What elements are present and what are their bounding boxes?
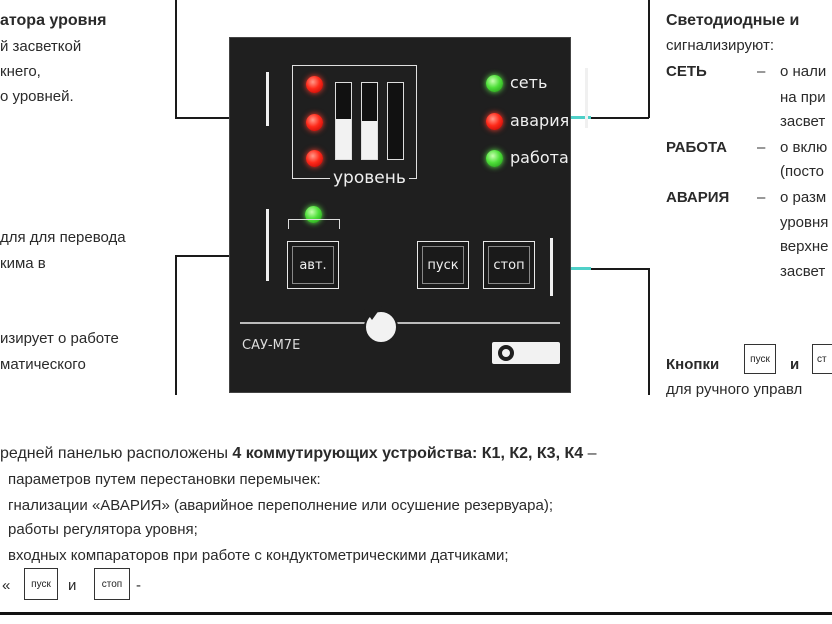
panel-divider <box>240 322 560 324</box>
brand-logo <box>492 342 560 364</box>
bottom-line-1: редней панелью расположены 4 коммутирующ… <box>0 444 596 463</box>
alarm-key: АВАРИЯ <box>666 189 730 206</box>
level-led-icon <box>306 150 323 167</box>
connector-line <box>175 255 235 257</box>
work-desc: о вклю <box>780 139 828 156</box>
net-label: сеть <box>510 73 548 92</box>
alarm-desc: уровня <box>780 214 829 231</box>
alarm-desc: верхне <box>780 238 829 255</box>
panel-bracket <box>266 72 269 126</box>
work-desc: (посто <box>780 163 825 180</box>
bottom-line-5: входных компараторов при работе с кондук… <box>8 547 509 564</box>
left-text-line: кима в <box>0 255 46 272</box>
connector-line <box>590 117 649 119</box>
page-border <box>0 612 832 615</box>
and-text: и <box>790 356 800 373</box>
left-text-line: й засветкой <box>0 38 82 55</box>
stop-button-label: стоп <box>488 246 530 284</box>
bottom-line-6-prefix: « <box>2 577 11 594</box>
auto-led-icon <box>305 206 322 223</box>
stop-icon-label: стоп <box>101 578 123 590</box>
and-text: и <box>68 577 77 594</box>
net-desc: о нали <box>780 63 827 80</box>
panel-bracket <box>266 209 269 281</box>
left-text-line: матического <box>0 356 86 373</box>
start-icon-box: пуск <box>744 344 776 374</box>
left-text-line: для для перевода <box>0 229 126 246</box>
auto-button[interactable]: авт. <box>287 241 339 289</box>
connector-line <box>175 0 177 118</box>
net-desc: засвет <box>780 113 826 130</box>
level-led-icon <box>306 76 323 93</box>
work-label: работа <box>510 148 569 167</box>
connector-line <box>175 255 177 395</box>
start-icon-label: пуск <box>31 578 51 590</box>
bottom-line-6-suffix: - <box>136 577 141 594</box>
left-text-line: о уровней. <box>0 88 74 105</box>
start-icon-box: пуск <box>24 568 58 600</box>
alarm-desc: засвет <box>780 263 826 280</box>
level-bar <box>361 82 378 160</box>
dash: – <box>757 189 766 206</box>
stop-icon-box: ст <box>812 344 832 374</box>
bottom-line-1-prefix: редней панелью расположены <box>0 445 233 462</box>
connector-line <box>571 116 591 119</box>
alarm-label: авария <box>510 111 570 130</box>
panel-bracket <box>585 68 588 128</box>
net-led-icon <box>486 75 503 92</box>
right-heading: Светодиодные и <box>666 12 800 29</box>
bottom-line-1-suffix: – <box>583 445 597 462</box>
start-button[interactable]: пуск <box>417 241 469 289</box>
stop-icon-box: стоп <box>94 568 130 600</box>
dash: – <box>757 63 766 80</box>
alarm-led-icon <box>486 113 503 130</box>
auto-bracket <box>288 219 340 229</box>
net-desc: на при <box>780 89 826 106</box>
work-key: РАБОТА <box>666 139 728 156</box>
level-bar <box>335 82 352 160</box>
start-icon-label: пуск <box>750 353 770 365</box>
level-led-icon <box>306 114 323 131</box>
bottom-line-1-bold: 4 коммутирующих устройства: К1, К2, К3, … <box>232 445 584 462</box>
pump-icon <box>362 306 398 344</box>
bottom-line-2: параметров путем перестановки перемычек: <box>8 471 321 488</box>
panel-bracket <box>550 238 553 296</box>
level-label: уровень <box>330 168 409 188</box>
right-subtitle: сигнализируют: <box>666 37 774 54</box>
manual-text: для ручного управл <box>666 381 803 398</box>
connector-line <box>648 0 650 118</box>
bottom-line-4: работы регулятора уровня; <box>8 521 198 538</box>
stop-button[interactable]: стоп <box>483 241 535 289</box>
left-heading: атора уровня <box>0 12 107 29</box>
controller-panel: уровень сеть авария работа авт. пуск сто… <box>229 37 588 393</box>
left-text-line: кнего, <box>0 63 41 80</box>
work-led-icon <box>486 150 503 167</box>
connector-line <box>175 117 260 119</box>
level-bar <box>387 82 404 160</box>
model-label: САУ-М7Е <box>242 338 301 353</box>
buttons-label: Кнопки <box>666 356 720 373</box>
connector-line <box>590 268 649 270</box>
auto-button-label: авт. <box>292 246 334 284</box>
connector-line <box>648 268 650 395</box>
bottom-line-3: гнализации «АВАРИЯ» (аварийное переполне… <box>8 497 553 514</box>
left-text-line: изирует о работе <box>0 330 119 347</box>
connector-line <box>555 267 591 270</box>
alarm-desc: о разм <box>780 189 827 206</box>
net-key: СЕТЬ <box>666 63 707 80</box>
start-button-label: пуск <box>422 246 464 284</box>
dash: – <box>757 139 766 156</box>
stop-icon-label: ст <box>817 353 827 365</box>
